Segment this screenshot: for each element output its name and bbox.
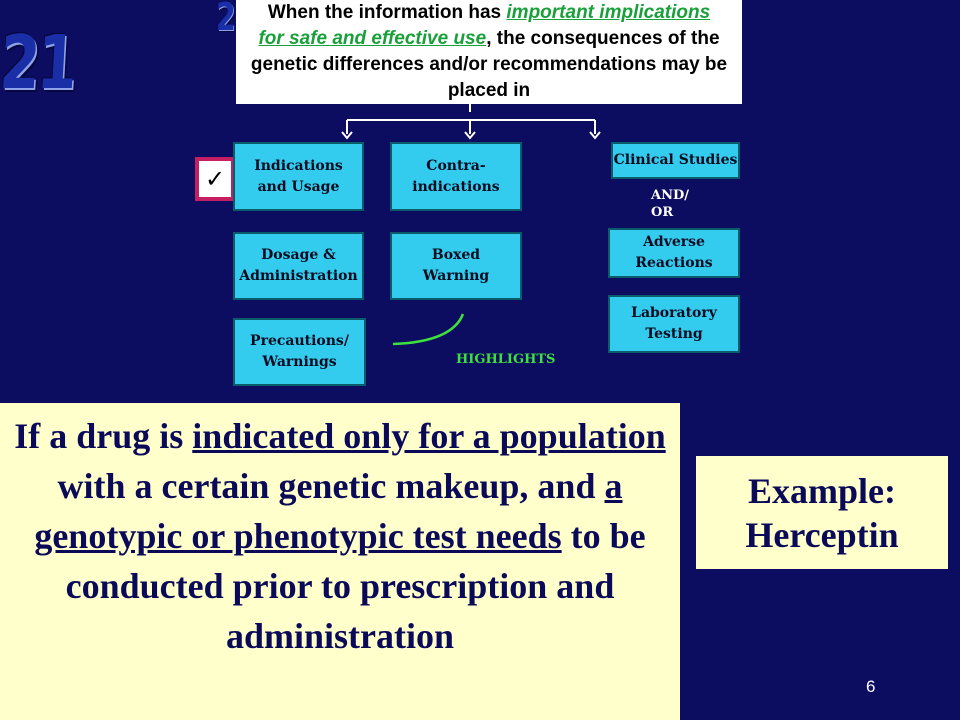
box-label: Clinical Studies [613,152,738,168]
box-label: Laboratory Testing [631,305,717,342]
box-label: Adverse Reactions [635,234,713,271]
arrowhead-left [341,131,353,140]
box-indications-and-usage: Indications and Usage [233,142,364,211]
box-adverse-reactions: Adverse Reactions [608,228,740,278]
tree-connector [341,97,601,346]
heading-text-post: , the consequences of the genetic differ… [250,28,728,101]
heading-text-pre: When the information has [267,2,507,23]
heading-emphasis-1: important implications [506,2,711,23]
page-number: 6 [866,677,876,696]
check-mark-box: ✓ [195,157,235,201]
box-label: Precautions/ Warnings [250,333,349,370]
panel-underline-2: a genotypic or phenotypic test needs [34,466,623,556]
step-number-art: 2 [216,0,236,39]
panel-text-3: to be conducted prior to prescription an… [65,516,646,656]
panel-text-2: with a certain genetic makeup, and [57,466,605,506]
example-box: Example: Herceptin [696,456,948,569]
and-or-label: AND/ OR [651,188,689,220]
box-boxed-warning: Boxed Warning [390,232,522,300]
box-contraindications: Contra- indications [390,142,522,211]
highlights-label: HIGHLIGHTS [456,352,556,367]
panel-text-1: If a drug is [14,416,193,456]
box-laboratory-testing: Laboratory Testing [608,295,740,353]
box-label: Boxed Warning [422,247,490,284]
highlights-bracket [392,313,465,346]
heading-emphasis-2: for safe and effective use [258,28,487,49]
box-precautions-warnings: Precautions/ Warnings [233,318,366,386]
box-label: Indications and Usage [254,157,343,195]
arrowhead-mid [464,131,476,140]
box-clinical-studies: Clinical Studies [611,142,740,179]
arrowhead-right [589,131,601,140]
box-label: Contra- indications [412,157,500,195]
panel-underline-1: indicated only for a population [192,416,666,456]
explanation-panel: If a drug is indicated only for a popula… [0,403,680,720]
box-dosage-and-administration: Dosage & Administration [233,232,364,300]
box-label: Dosage & Administration [239,247,358,284]
check-mark-icon: ✓ [204,165,226,193]
heading-box: When the information has important impli… [236,0,742,104]
